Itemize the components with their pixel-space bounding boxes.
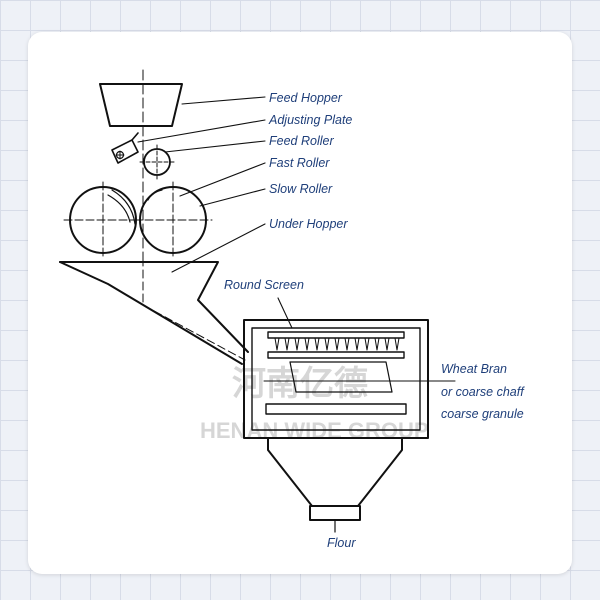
label-coarse-chaff: or coarse chaff [441,385,525,399]
label-under-hopper: Under Hopper [269,217,348,231]
diagram-card [28,32,572,574]
feed-hopper [99,83,183,127]
leader-lines [137,96,456,382]
collection-hopper [267,437,403,533]
round-screen-housing [243,319,429,439]
under-hopper [59,257,249,365]
screen-teeth [274,337,400,351]
watermark-logo: 河南亿德 [232,365,368,403]
label-slow-roller: Slow Roller [269,182,333,196]
label-feed-roller: Feed Roller [269,134,334,148]
fast-roller [63,181,143,259]
label-feed-hopper: Feed Hopper [269,91,343,105]
label-fast-roller: Fast Roller [269,156,330,170]
label-adjusting-plate: Adjusting Plate [268,113,352,127]
label-coarse-granule: coarse granule [441,407,524,421]
label-round-screen: Round Screen [224,278,304,292]
feed-roller [139,144,175,180]
label-flour: Flour [327,536,356,550]
slow-roller [133,181,213,259]
label-wheat-bran: Wheat Bran [441,362,507,376]
adjusting-plate [111,132,139,164]
